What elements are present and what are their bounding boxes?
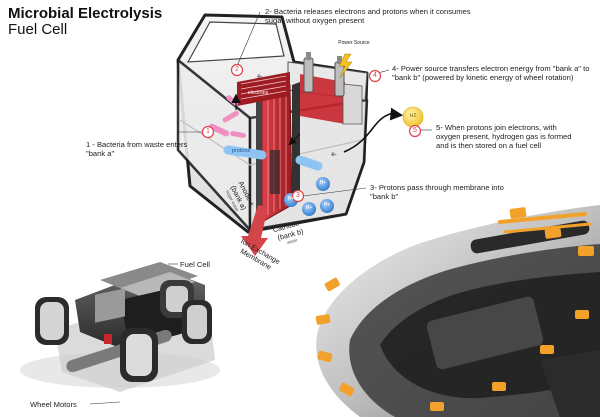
hydrogen-label: H2	[409, 113, 417, 119]
membrane-outflow-arrow	[241, 205, 268, 256]
proton-flow	[223, 93, 323, 171]
electron-label-b: e-	[331, 152, 337, 158]
annotation-step-4: 4- Power source transfers electron energ…	[392, 64, 590, 82]
electron-path-arrow	[343, 107, 404, 153]
step-markers	[201, 63, 422, 203]
diagram-title: Microbial Electrolysis	[8, 5, 163, 22]
proton-label-4: H+	[323, 202, 331, 208]
fuel-cell-label: Fuel Cell	[180, 260, 210, 269]
annotation-step-2: 2- Bacteria releases electrons and proto…	[265, 7, 471, 25]
wheel-motors-label: Wheel Motors	[30, 400, 77, 409]
electron-return-arrow	[288, 133, 301, 146]
proton-label-1: H+	[319, 180, 327, 186]
large-vehicle-render	[315, 205, 600, 417]
annotation-step-5: 5- When protons join electrons, with oxy…	[436, 123, 572, 150]
diagram-subtitle: Fuel Cell	[8, 21, 68, 38]
marker-2: 2	[235, 66, 239, 73]
proton-label-3: H+	[305, 205, 313, 211]
marker-4: 4	[373, 72, 377, 79]
marker-1: 1	[206, 128, 210, 135]
electrons-label: electrons	[247, 90, 269, 96]
power-source-label: Power Source	[338, 40, 370, 46]
proton-label-2: H+	[287, 196, 295, 202]
small-vehicle-render	[20, 262, 220, 392]
electron-label-a: e-	[257, 74, 263, 80]
protons-label: protons	[231, 148, 251, 154]
marker-5: 5	[413, 127, 417, 134]
marker-3: 3	[296, 192, 300, 199]
power-terminals	[303, 52, 353, 97]
annotation-step-3: 3- Protons pass through membrane into "b…	[370, 183, 504, 201]
annotation-step-1: 1 - Bacteria from waste enters "bank a"	[86, 140, 188, 158]
